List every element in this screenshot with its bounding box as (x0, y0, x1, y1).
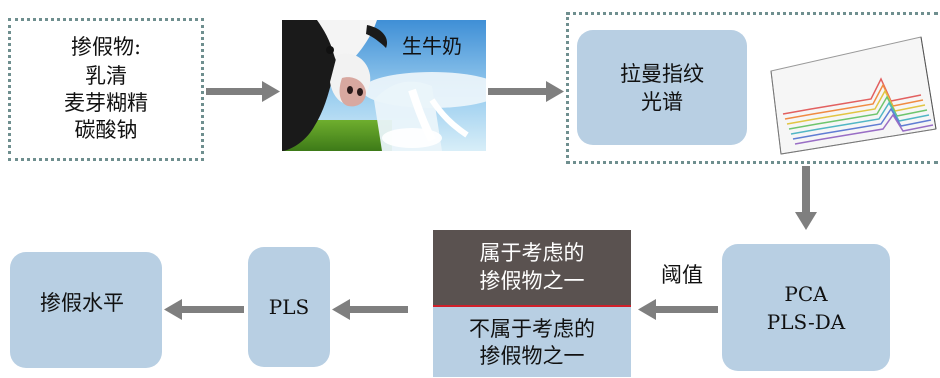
arrow-milk-to-raman (488, 81, 564, 102)
adulterant-sodium-carbonate: 碳酸钠 (74, 118, 138, 142)
raman-fingerprint-box: 拉曼指纹 光谱 (577, 30, 747, 145)
arrow-pls-to-result (164, 299, 244, 320)
class-nonmember-block: 不属于考虑的 掺假物之一 (433, 307, 631, 377)
adulterants-heading: 掺假物: (70, 35, 142, 59)
pls-label: PLS (268, 295, 310, 319)
class-member-line1: 属于考虑的 (479, 241, 585, 265)
adulterant-whey: 乳清 (85, 64, 127, 88)
arrow-raman-to-models (795, 166, 817, 230)
adulteration-level-box: 掺假水平 (10, 252, 162, 368)
raman-label-line1: 拉曼指纹 (620, 61, 704, 86)
class-member-block: 属于考虑的 掺假物之一 (433, 230, 631, 305)
model-pca: PCA (784, 281, 828, 306)
class-nonmember-line1: 不属于考虑的 (469, 317, 595, 341)
raw-milk-image: 生牛奶 (282, 20, 486, 151)
adulterant-maltodextrin: 麦芽糊精 (64, 91, 148, 115)
class-member-line2: 掺假物之一 (479, 269, 585, 293)
model-pls-da: PLS-DA (766, 309, 846, 334)
raman-box: 拉曼指纹 光谱 (566, 12, 938, 164)
arrow-models-to-classification (638, 299, 718, 320)
classification-models-box: PCA PLS-DA (722, 244, 890, 371)
adulteration-level-label: 掺假水平 (40, 291, 124, 315)
adulterants-box: 掺假物: 乳清 麦芽糊精 碳酸钠 (8, 18, 204, 161)
arrow-adulterants-to-milk (206, 81, 280, 102)
raman-spectra-plot (770, 36, 937, 155)
threshold-divider (433, 305, 631, 307)
pls-box: PLS (248, 247, 330, 367)
classification-result-box: 属于考虑的 掺假物之一 不属于考虑的 掺假物之一 (433, 230, 631, 377)
threshold-label: 阈值 (661, 263, 703, 287)
cow-milk-illustration: 生牛奶 (282, 20, 486, 151)
raw-milk-label: 生牛奶 (402, 34, 462, 58)
arrow-classification-to-pls (332, 299, 408, 320)
raman-label-line2: 光谱 (641, 89, 683, 114)
class-nonmember-line2: 掺假物之一 (479, 344, 585, 368)
